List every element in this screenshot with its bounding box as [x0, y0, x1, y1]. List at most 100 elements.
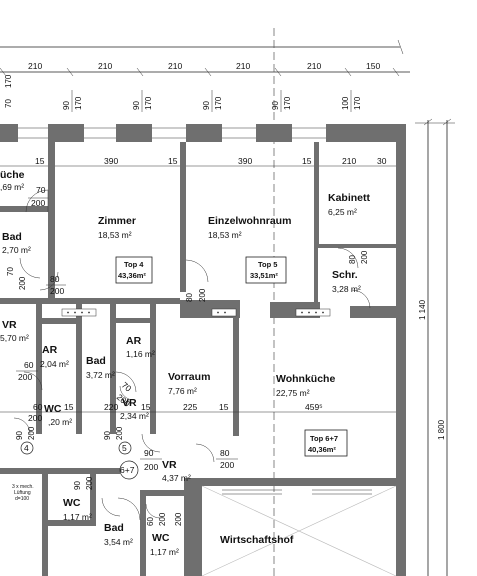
dim-r2-1: 390: [104, 156, 118, 166]
door-dim-70: 70: [36, 185, 46, 195]
room-schr-name: Schr.: [332, 269, 358, 281]
dim-r2-2: 15: [168, 156, 178, 166]
courtyard-hatch: [201, 485, 397, 576]
right-exterior-wall: [396, 124, 406, 576]
dim-r2-6: 30: [377, 156, 387, 166]
room-bad2-area: 3,72 m²: [86, 370, 115, 380]
room-einzelwohnraum-area: 18,53 m²: [208, 230, 242, 240]
room-bad1-area: 2,70 m²: [2, 245, 31, 255]
dim-top-3: 210: [168, 61, 182, 71]
door-dim-200d: 200: [18, 372, 32, 382]
room-wirtschaftshof-name: Wirtschaftshof: [220, 534, 294, 546]
room-wohnkueche-name: Wohnküche: [276, 373, 335, 385]
dim-win-b-5: 170: [353, 96, 362, 110]
dim-r2-5: 210: [342, 156, 356, 166]
room-vr1-name: VR: [2, 319, 17, 331]
dim-win-a-3: 90: [202, 101, 211, 110]
door-dim-200c: 200: [198, 288, 207, 302]
room-vr2-name: VR: [122, 397, 137, 409]
dim-top-4: 210: [236, 61, 250, 71]
dim-r2-3: 390: [238, 156, 252, 166]
room-kabinett-area: 6,25 m²: [328, 207, 357, 217]
unit-boxes: Top 4 43,36m² Top 5 33,51m² Top 6+7 40,3…: [115, 256, 348, 457]
door-dim-80c: 80: [185, 293, 194, 302]
dim-win-a-4: 90: [271, 101, 280, 110]
door-dim-60b: 60: [33, 402, 43, 412]
room-kueche-area: ,69 m²: [0, 182, 24, 192]
dim-top-1: 210: [28, 61, 42, 71]
note-lueftung-1: 3 x mech.: [12, 484, 34, 490]
room-einzelwohnraum-name: Einzelwohnraum: [208, 215, 291, 227]
marker-6-7: 6+7: [120, 465, 135, 475]
room-bad1-name: Bad: [2, 231, 22, 243]
door-dim-200i: 200: [144, 462, 158, 472]
unit-top4-title: Top 4: [124, 260, 144, 269]
room-bad2-name: Bad: [86, 355, 106, 367]
door-dim-200g: 200: [115, 426, 124, 440]
room-vr3-area: 4,37 m²: [162, 473, 191, 483]
bottom-window: [222, 489, 372, 495]
unit-top67-title: Top 6+7: [310, 434, 338, 443]
dim-win-b-4: 170: [283, 96, 292, 110]
top-dimension-line: 210 210 210 210 210 150: [0, 39, 410, 77]
door-dim-200w: 200: [220, 460, 234, 470]
top-exterior-wall: [0, 124, 406, 142]
dim-win-a-5: 100: [341, 96, 350, 110]
door-dim-90d: 90: [73, 481, 82, 490]
unit-top5-area: 33,51m²: [250, 271, 278, 280]
door-dim-90b: 90: [103, 431, 112, 440]
note-lueftung-2: Lüftung: [14, 490, 31, 496]
door-dim-90c: 90: [144, 448, 154, 458]
room-bad3-name: Bad: [104, 522, 124, 534]
dim-mid-3: 225: [183, 402, 197, 412]
right-dimension-lines: 1 140 1 800: [415, 118, 455, 576]
note-lueftung-3: d=100: [15, 496, 29, 502]
dim-top-6: 150: [366, 61, 380, 71]
door-dim-80: 80: [50, 274, 60, 284]
room-width-dimensions: 15 390 15 390 15 210 30: [0, 156, 396, 167]
room-labels: üche ,69 m² Bad 2,70 m² VR 5,70 m² Zimme…: [0, 169, 371, 557]
dim-mid-1: 220: [104, 402, 118, 412]
unit-top4-area: 43,36m²: [118, 271, 146, 280]
door-dim-200e: 200: [28, 413, 42, 423]
room-ar2-area: 1,16 m²: [126, 349, 155, 359]
dim-right-1800: 1 800: [437, 419, 446, 440]
dim-r2-4: 15: [302, 156, 312, 166]
room-wc3-name: WC: [152, 532, 170, 544]
dim-win-b-2: 170: [144, 96, 153, 110]
dim-mid-5: 459⁵: [305, 402, 323, 412]
dim-mid-0: 15: [64, 402, 74, 412]
door-dim-90a: 90: [15, 431, 24, 440]
vent-markers: [61, 308, 331, 317]
room-wohnkueche-area: 22,75 m²: [276, 388, 310, 398]
room-wc1-area: ,20 m²: [48, 417, 72, 427]
unit-top67-area: 40,36m²: [308, 445, 336, 454]
room-wc3-area: 1,17 m²: [150, 547, 179, 557]
dim-win-a-0: 70: [4, 99, 13, 108]
door-dim-60c: 60: [146, 517, 155, 526]
room-wc2-area: 1,17 m²: [63, 512, 92, 522]
dim-win-a-1: 90: [62, 101, 71, 110]
door-dim-200b: 200: [50, 286, 64, 296]
door-dim-60: 60: [24, 360, 34, 370]
room-vr1-area: 5,70 m²: [0, 333, 29, 343]
dim-win-b-3: 170: [214, 96, 223, 110]
room-vorraum-name: Vorraum: [168, 371, 210, 383]
room-kueche-name: üche: [0, 169, 25, 181]
room-bad3-area: 3,54 m²: [104, 537, 133, 547]
mid-dimension-line: 15 220 15 225 15 459⁵: [0, 402, 396, 413]
room-zimmer-name: Zimmer: [98, 215, 136, 227]
dim-win-b-1: 170: [74, 96, 83, 110]
marker-5: 5: [122, 443, 127, 453]
door-dim-200a: 200: [31, 198, 45, 208]
door-dim-200k: 200: [158, 512, 167, 526]
room-wc2-name: WC: [63, 497, 81, 509]
unit-top5-title: Top 5: [258, 260, 277, 269]
door-dim-200f: 200: [27, 426, 36, 440]
dim-win-a-2: 90: [132, 101, 141, 110]
door-dim-80s: 80: [348, 255, 357, 264]
door-dim-200j: 200: [85, 476, 94, 490]
room-vorraum-area: 7,76 m²: [168, 386, 197, 396]
room-wc1-name: WC: [44, 403, 62, 415]
